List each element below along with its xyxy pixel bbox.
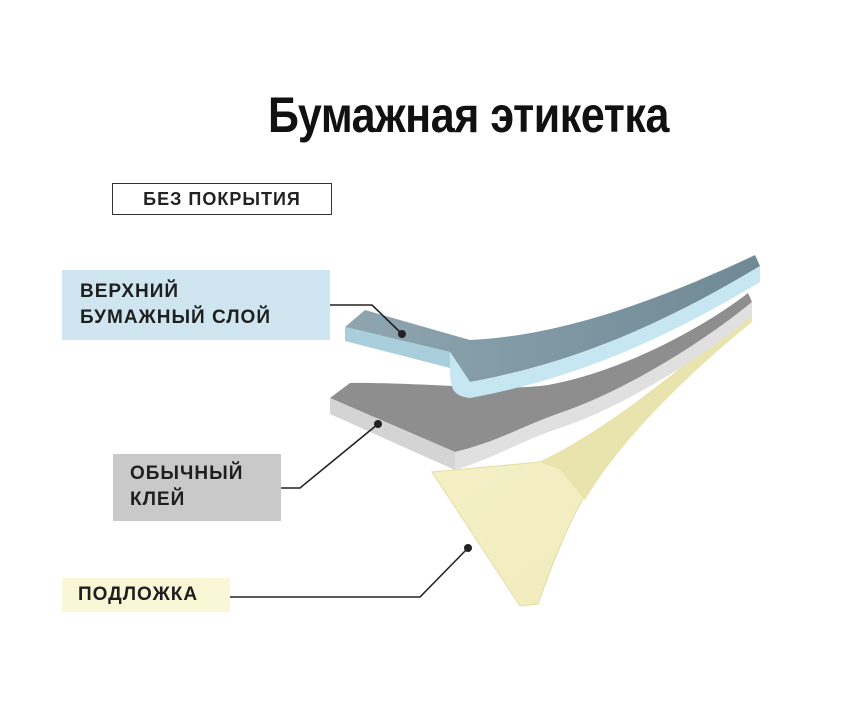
leader-adhesive (281, 423, 379, 489)
label-glue-line-1: ОБЫЧНЫЙ (130, 463, 244, 484)
label-adhesive-layer: ОБЫЧНЫЙ КЛЕЙ (113, 454, 281, 521)
label-top-paper-layer: ВЕРХНИЙ БУМАЖНЫЙ СЛОЙ (62, 270, 330, 340)
liner-edge (540, 313, 752, 500)
coating-badge: БЕЗ ПОКРЫТИЯ (112, 183, 332, 215)
page-title: Бумажная этикетка (268, 87, 669, 143)
label-glue-line-2: КЛЕЙ (130, 489, 186, 510)
label-top-line-1: ВЕРХНИЙ (80, 281, 180, 302)
adhesive-side-edge (455, 302, 752, 470)
leader-dot-top-paper (398, 330, 406, 338)
paper-top-surface (345, 255, 760, 382)
label-top-line-2: БУМАЖНЫЙ СЛОЙ (80, 307, 271, 328)
label-base-line-1: ПОДЛОЖКА (78, 584, 199, 605)
leader-dot-adhesive (374, 420, 382, 428)
top-paper-layer (345, 255, 760, 398)
paper-curl-front-edge (345, 327, 450, 368)
paper-side-edge (450, 266, 760, 398)
label-liner-layer: ПОДЛОЖКА (62, 578, 230, 612)
leader-dot-liner (464, 544, 472, 552)
leader-lines (230, 304, 469, 598)
adhesive-top (330, 293, 752, 452)
adhesive-layer (330, 293, 752, 470)
adhesive-front-edge (330, 398, 455, 470)
leader-top-paper (330, 304, 403, 335)
leader-dots (374, 330, 472, 552)
leader-liner (230, 547, 469, 598)
liner-layer (431, 312, 753, 607)
